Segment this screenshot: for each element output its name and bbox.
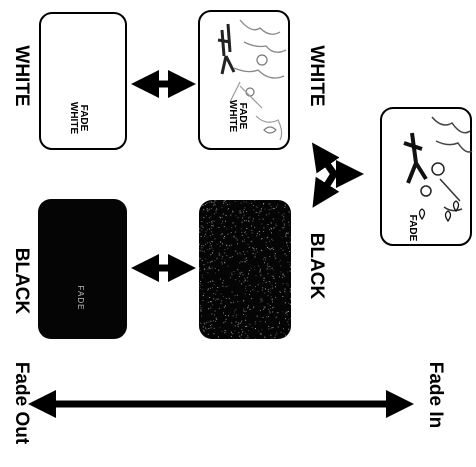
triple-arrow — [320, 154, 350, 196]
